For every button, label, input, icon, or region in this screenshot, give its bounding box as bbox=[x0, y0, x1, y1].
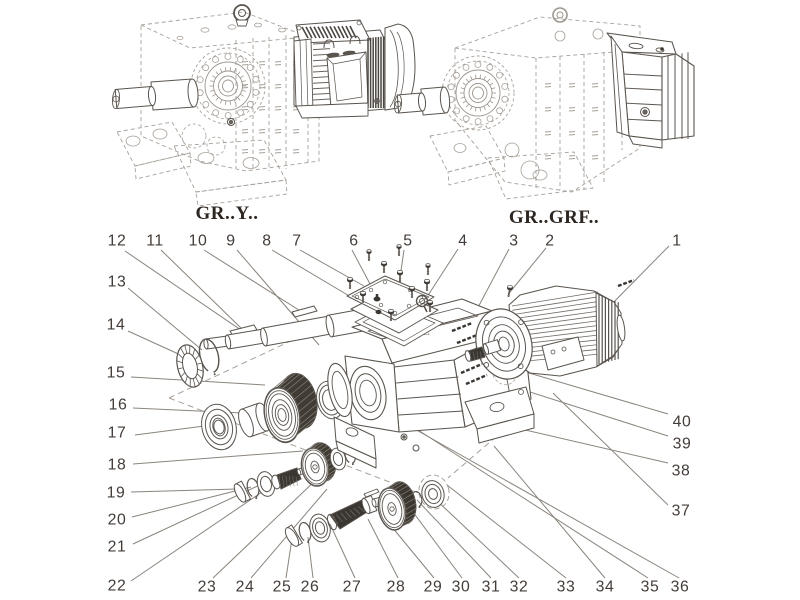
svg-text:28: 28 bbox=[387, 578, 406, 595]
svg-text:24: 24 bbox=[236, 578, 255, 595]
svg-text:21: 21 bbox=[108, 538, 127, 555]
svg-text:37: 37 bbox=[672, 502, 691, 519]
svg-text:1: 1 bbox=[672, 232, 681, 249]
svg-text:26: 26 bbox=[301, 578, 320, 595]
svg-text:27: 27 bbox=[343, 578, 362, 595]
svg-text:GR..GRF..: GR..GRF.. bbox=[509, 207, 599, 228]
svg-text:12: 12 bbox=[108, 232, 127, 249]
svg-text:9: 9 bbox=[226, 232, 235, 249]
svg-text:GR..Y..: GR..Y.. bbox=[196, 203, 259, 224]
svg-text:16: 16 bbox=[109, 396, 128, 413]
svg-text:33: 33 bbox=[557, 578, 576, 595]
svg-text:31: 31 bbox=[482, 578, 501, 595]
svg-text:40: 40 bbox=[673, 413, 692, 430]
svg-text:25: 25 bbox=[273, 578, 292, 595]
svg-text:8: 8 bbox=[262, 232, 271, 249]
svg-text:10: 10 bbox=[189, 232, 208, 249]
svg-text:4: 4 bbox=[458, 232, 467, 249]
svg-text:38: 38 bbox=[672, 462, 691, 479]
svg-text:20: 20 bbox=[108, 511, 127, 528]
svg-text:15: 15 bbox=[107, 364, 126, 381]
svg-text:13: 13 bbox=[108, 273, 127, 290]
svg-text:30: 30 bbox=[452, 578, 471, 595]
svg-text:35: 35 bbox=[641, 578, 660, 595]
svg-text:18: 18 bbox=[108, 456, 127, 473]
svg-text:2: 2 bbox=[545, 232, 554, 249]
svg-text:34: 34 bbox=[596, 578, 615, 595]
svg-text:3: 3 bbox=[509, 232, 518, 249]
svg-text:36: 36 bbox=[671, 578, 690, 595]
svg-text:5: 5 bbox=[403, 232, 412, 249]
svg-text:23: 23 bbox=[198, 578, 217, 595]
svg-text:39: 39 bbox=[673, 435, 692, 452]
svg-text:32: 32 bbox=[510, 578, 529, 595]
svg-text:14: 14 bbox=[107, 316, 126, 333]
svg-text:6: 6 bbox=[349, 232, 358, 249]
svg-text:19: 19 bbox=[107, 484, 126, 501]
svg-text:17: 17 bbox=[108, 424, 127, 441]
svg-text:22: 22 bbox=[108, 577, 127, 594]
svg-text:7: 7 bbox=[292, 232, 301, 249]
svg-text:11: 11 bbox=[146, 232, 164, 249]
svg-text:29: 29 bbox=[424, 578, 443, 595]
